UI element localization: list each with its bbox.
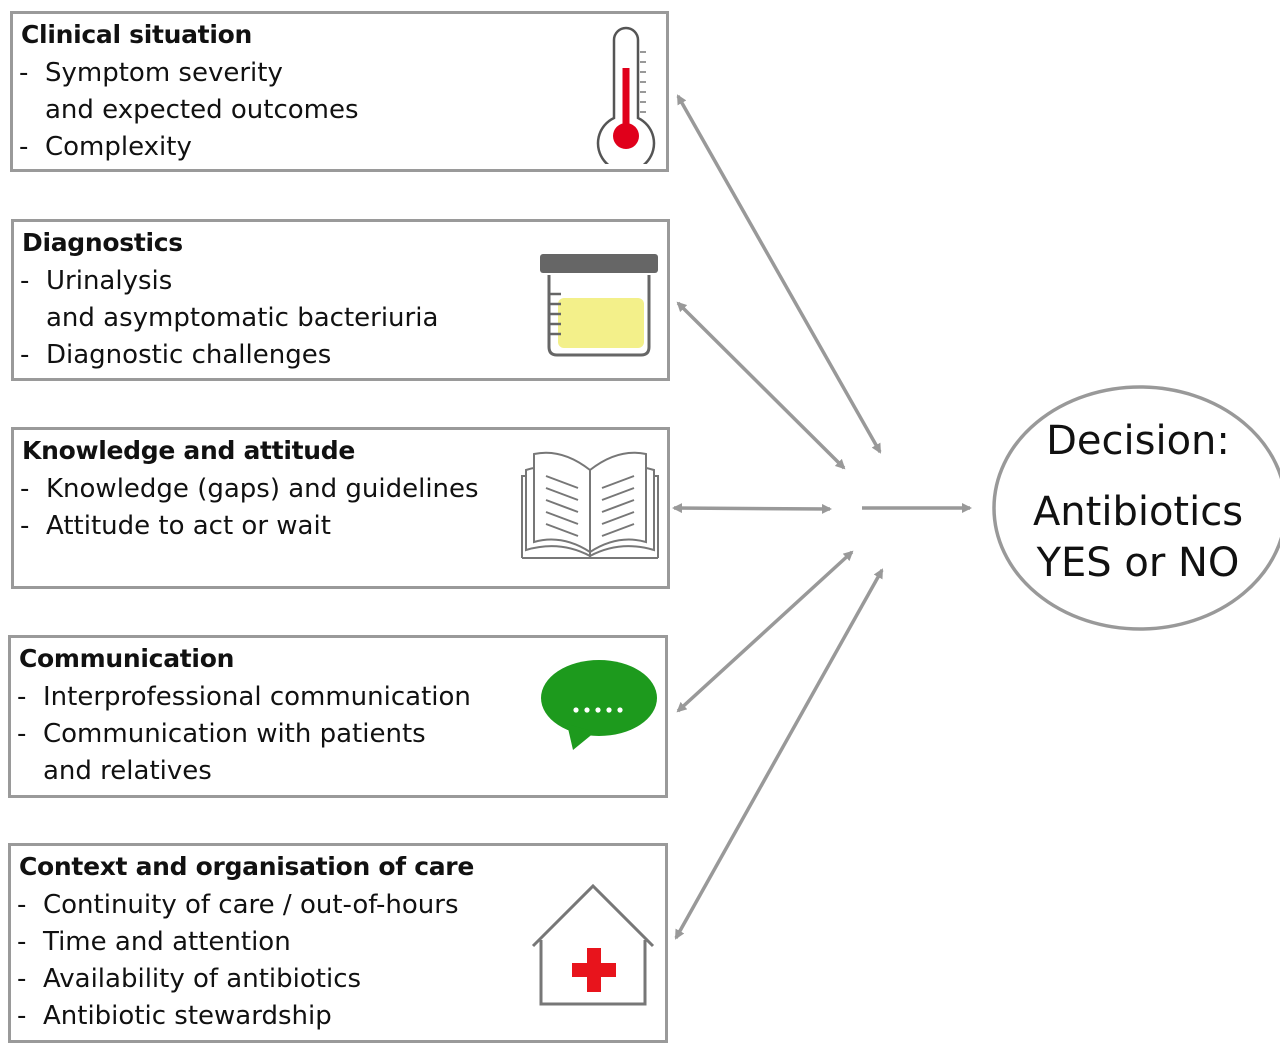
bullet-item: -Urinalysis [20, 266, 173, 296]
bullet-continuation: and relatives [43, 756, 212, 786]
bullet-item: -Continuity of care / out-of-hours [17, 890, 459, 920]
box-title: Knowledge and attitude [22, 436, 356, 465]
urine-sample-jar-icon [540, 254, 658, 357]
decision-subject: Antibiotics [1032, 489, 1244, 535]
box-title: Context and organisation of care [19, 852, 474, 881]
communication-box: Communication -Interprofessional communi… [8, 635, 668, 798]
decision-ellipse [992, 385, 1280, 631]
bullet-continuation: and asymptomatic bacteriuria [46, 303, 439, 333]
knowledge-attitude-box: Knowledge and attitude -Knowledge (gaps)… [11, 427, 670, 589]
bullet-item: -Interprofessional communication [17, 682, 471, 712]
decision-options: YES or NO [1036, 540, 1240, 586]
bullet-item: -Availability of antibiotics [17, 964, 362, 994]
box-title: Diagnostics [22, 228, 183, 257]
box-title: Communication [19, 644, 235, 673]
bullet-item: -Symptom severity [19, 58, 283, 88]
arrow-clinical-situation [676, 94, 882, 454]
arrow-context-care [674, 568, 884, 940]
healthcare-house-icon [531, 883, 655, 1006]
decision-heading: Decision: [1046, 418, 1230, 464]
box-title: Clinical situation [21, 20, 252, 49]
bullet-item: -Communication with patients [17, 719, 426, 749]
bullet-item: -Knowledge (gaps) and guidelines [20, 474, 479, 504]
open-book-icon [521, 451, 659, 559]
bullet-item: -Diagnostic challenges [20, 340, 332, 370]
arrow-communication [676, 550, 854, 713]
arrow-knowledge-attitude [672, 503, 832, 514]
context-care-box: Context and organisation of care -Contin… [8, 843, 668, 1043]
bullet-continuation: and expected outcomes [45, 95, 359, 125]
bullet-item: -Time and attention [17, 927, 291, 957]
arrow-diagnostics [676, 301, 846, 470]
bullet-item: -Antibiotic stewardship [17, 1001, 332, 1031]
thermometer-icon [596, 26, 656, 164]
bullet-item: -Complexity [19, 132, 192, 162]
diagnostics-box: Diagnostics -Urinalysis and asymptomatic… [11, 219, 670, 381]
speech-bubble-icon [541, 660, 657, 750]
bullet-item: -Attitude to act or wait [20, 511, 331, 541]
clinical-situation-box: Clinical situation -Symptom severity and… [10, 11, 669, 172]
